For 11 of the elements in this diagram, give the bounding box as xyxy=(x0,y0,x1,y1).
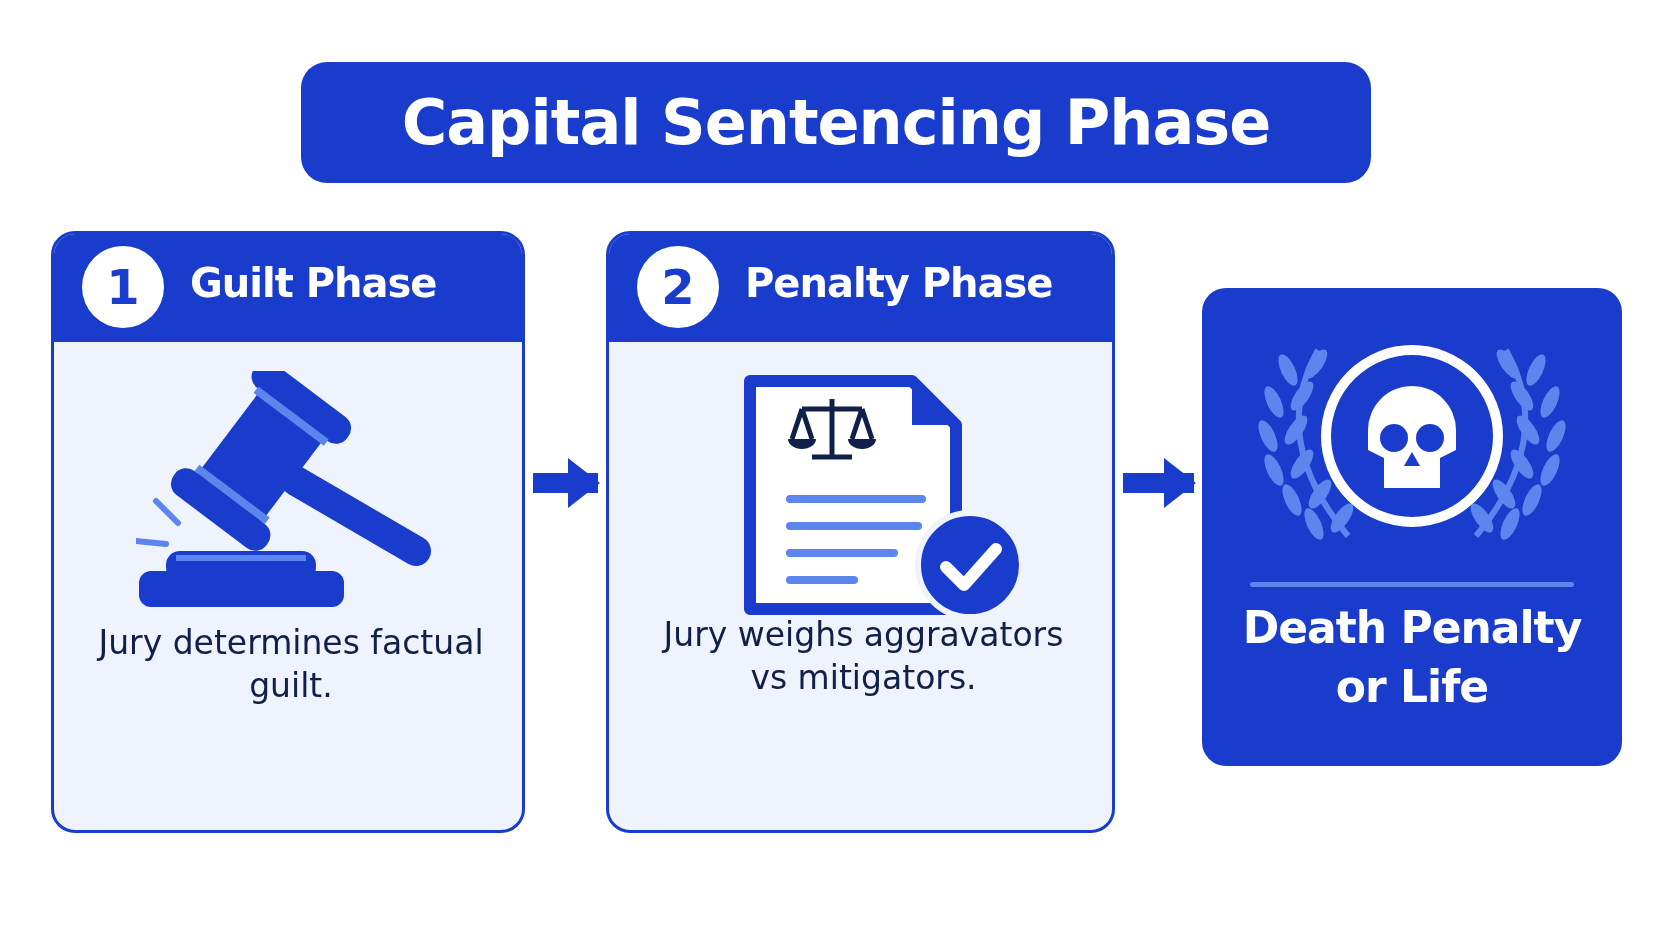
phase-card xyxy=(51,231,525,833)
flow-arrow xyxy=(533,458,600,508)
outcome-text: Death Penalty or Life xyxy=(1241,601,1583,715)
phase-heading: Guilt Phase xyxy=(190,260,437,306)
phase-card xyxy=(606,231,1115,833)
phase-description: Jury determines factual guilt. xyxy=(95,622,485,707)
result-card xyxy=(1202,288,1622,766)
phase-description: Jury weighs aggravators vs mitigators. xyxy=(660,614,1065,699)
flow-arrow xyxy=(1123,458,1196,508)
title-banner: Capital Sentencing Phase xyxy=(301,62,1371,183)
phase-heading: Penalty Phase xyxy=(745,260,1053,306)
